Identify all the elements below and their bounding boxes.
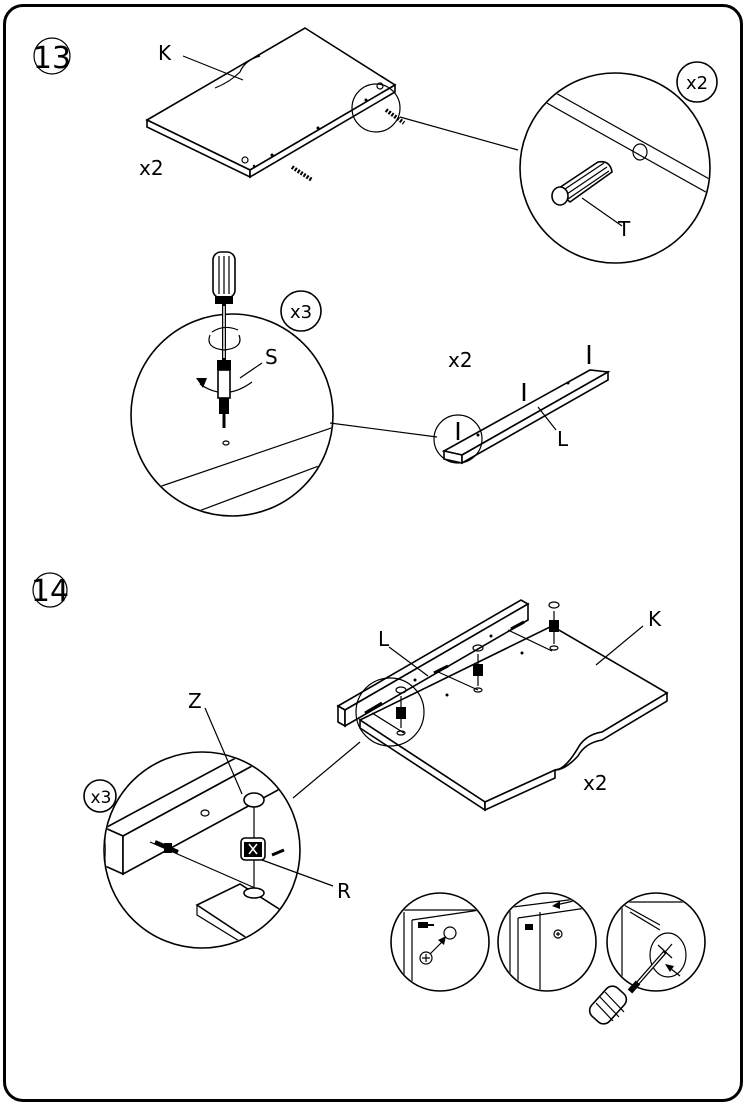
panel-quantity: x2 <box>139 156 164 180</box>
dowel-zoom-detail <box>519 72 711 264</box>
rail-and-panel-assembly <box>336 599 669 812</box>
dowel-hole <box>243 792 265 808</box>
dowel-hole <box>632 143 648 161</box>
rail-quantity: x2 <box>448 348 473 372</box>
screw-s <box>217 360 231 428</box>
cam-label-r: R <box>337 879 351 903</box>
panel-label-k: K <box>158 41 172 65</box>
rail-label-l: L <box>378 627 390 651</box>
label-leader <box>182 55 244 81</box>
panel-quantity: x2 <box>583 771 608 795</box>
detail-quantity: x3 <box>91 788 112 808</box>
dowel-label-t: T <box>617 217 631 241</box>
zoom-connector <box>329 422 438 438</box>
joint-zoom-detail <box>103 751 301 949</box>
dowel-t <box>551 160 613 206</box>
step-number: 13 <box>33 41 71 76</box>
rotate-arrow-icon <box>208 334 241 351</box>
dowel-label-z: Z <box>188 689 202 713</box>
rail-l <box>433 345 611 465</box>
dowel-qty-circle <box>676 61 718 103</box>
step-13: 13 K x2 <box>33 27 718 517</box>
step-number: 14 <box>31 574 69 609</box>
zoom-connector <box>292 741 361 799</box>
screw-qty-circle <box>280 290 322 332</box>
step-number-circle <box>32 572 68 608</box>
screwdriver-icon <box>588 950 667 1025</box>
rail-label-l: L <box>557 427 569 451</box>
cam-lock-step-3 <box>588 892 706 1025</box>
cam-lock-step-1 <box>390 892 490 992</box>
step-number-circle <box>33 37 71 75</box>
panel-label-k: K <box>648 607 662 631</box>
screwdriver-icon <box>212 251 236 360</box>
cam-lock-step-2 <box>497 892 597 992</box>
cam-lock-icon <box>240 837 266 861</box>
dowel-quantity: x2 <box>686 73 708 94</box>
panel-k <box>145 27 406 182</box>
step-14: 14 <box>31 572 706 1025</box>
zoom-connector <box>399 116 519 151</box>
screw-quantity: x3 <box>290 302 312 323</box>
screw-label-s: S <box>265 345 278 369</box>
detail-qty-circle <box>83 779 117 813</box>
screw-zoom-detail <box>130 251 334 517</box>
